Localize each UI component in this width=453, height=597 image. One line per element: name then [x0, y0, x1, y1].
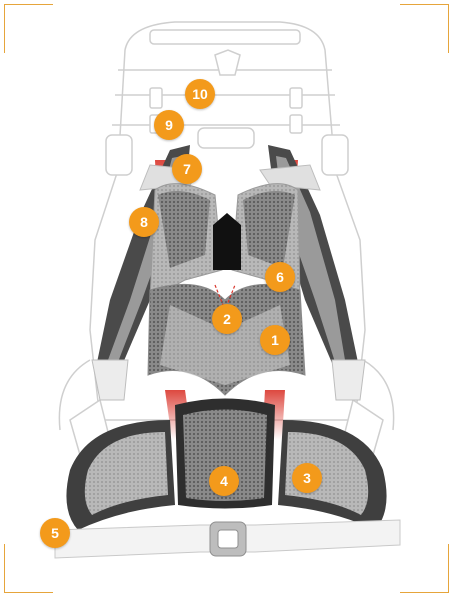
frame-corner-top-left	[4, 4, 53, 53]
frame-corner-bottom-left	[4, 544, 53, 593]
callout-label: 6	[276, 269, 284, 285]
callout-label: 2	[223, 311, 231, 327]
callout-marker-2[interactable]: 2	[212, 304, 242, 334]
callout-label: 8	[140, 214, 148, 230]
callout-marker-10[interactable]: 10	[185, 79, 215, 109]
callout-marker-3[interactable]: 3	[292, 463, 322, 493]
frame-corner-bottom-right	[400, 544, 449, 593]
callout-label: 9	[165, 117, 173, 133]
hip-belt	[54, 398, 401, 559]
callout-label: 3	[303, 470, 311, 486]
callout-marker-4[interactable]: 4	[209, 466, 239, 496]
callout-marker-8[interactable]: 8	[129, 207, 159, 237]
callout-label: 10	[192, 86, 208, 102]
callout-label: 5	[51, 525, 59, 541]
callout-marker-5[interactable]: 5	[40, 518, 70, 548]
callout-marker-6[interactable]: 6	[265, 262, 295, 292]
callout-marker-7[interactable]: 7	[172, 154, 202, 184]
callout-label: 4	[220, 473, 228, 489]
callout-label: 1	[271, 332, 279, 348]
callout-marker-1[interactable]: 1	[260, 325, 290, 355]
callout-label: 7	[183, 161, 191, 177]
frame-corner-top-right	[400, 4, 449, 53]
callout-marker-9[interactable]: 9	[154, 110, 184, 140]
